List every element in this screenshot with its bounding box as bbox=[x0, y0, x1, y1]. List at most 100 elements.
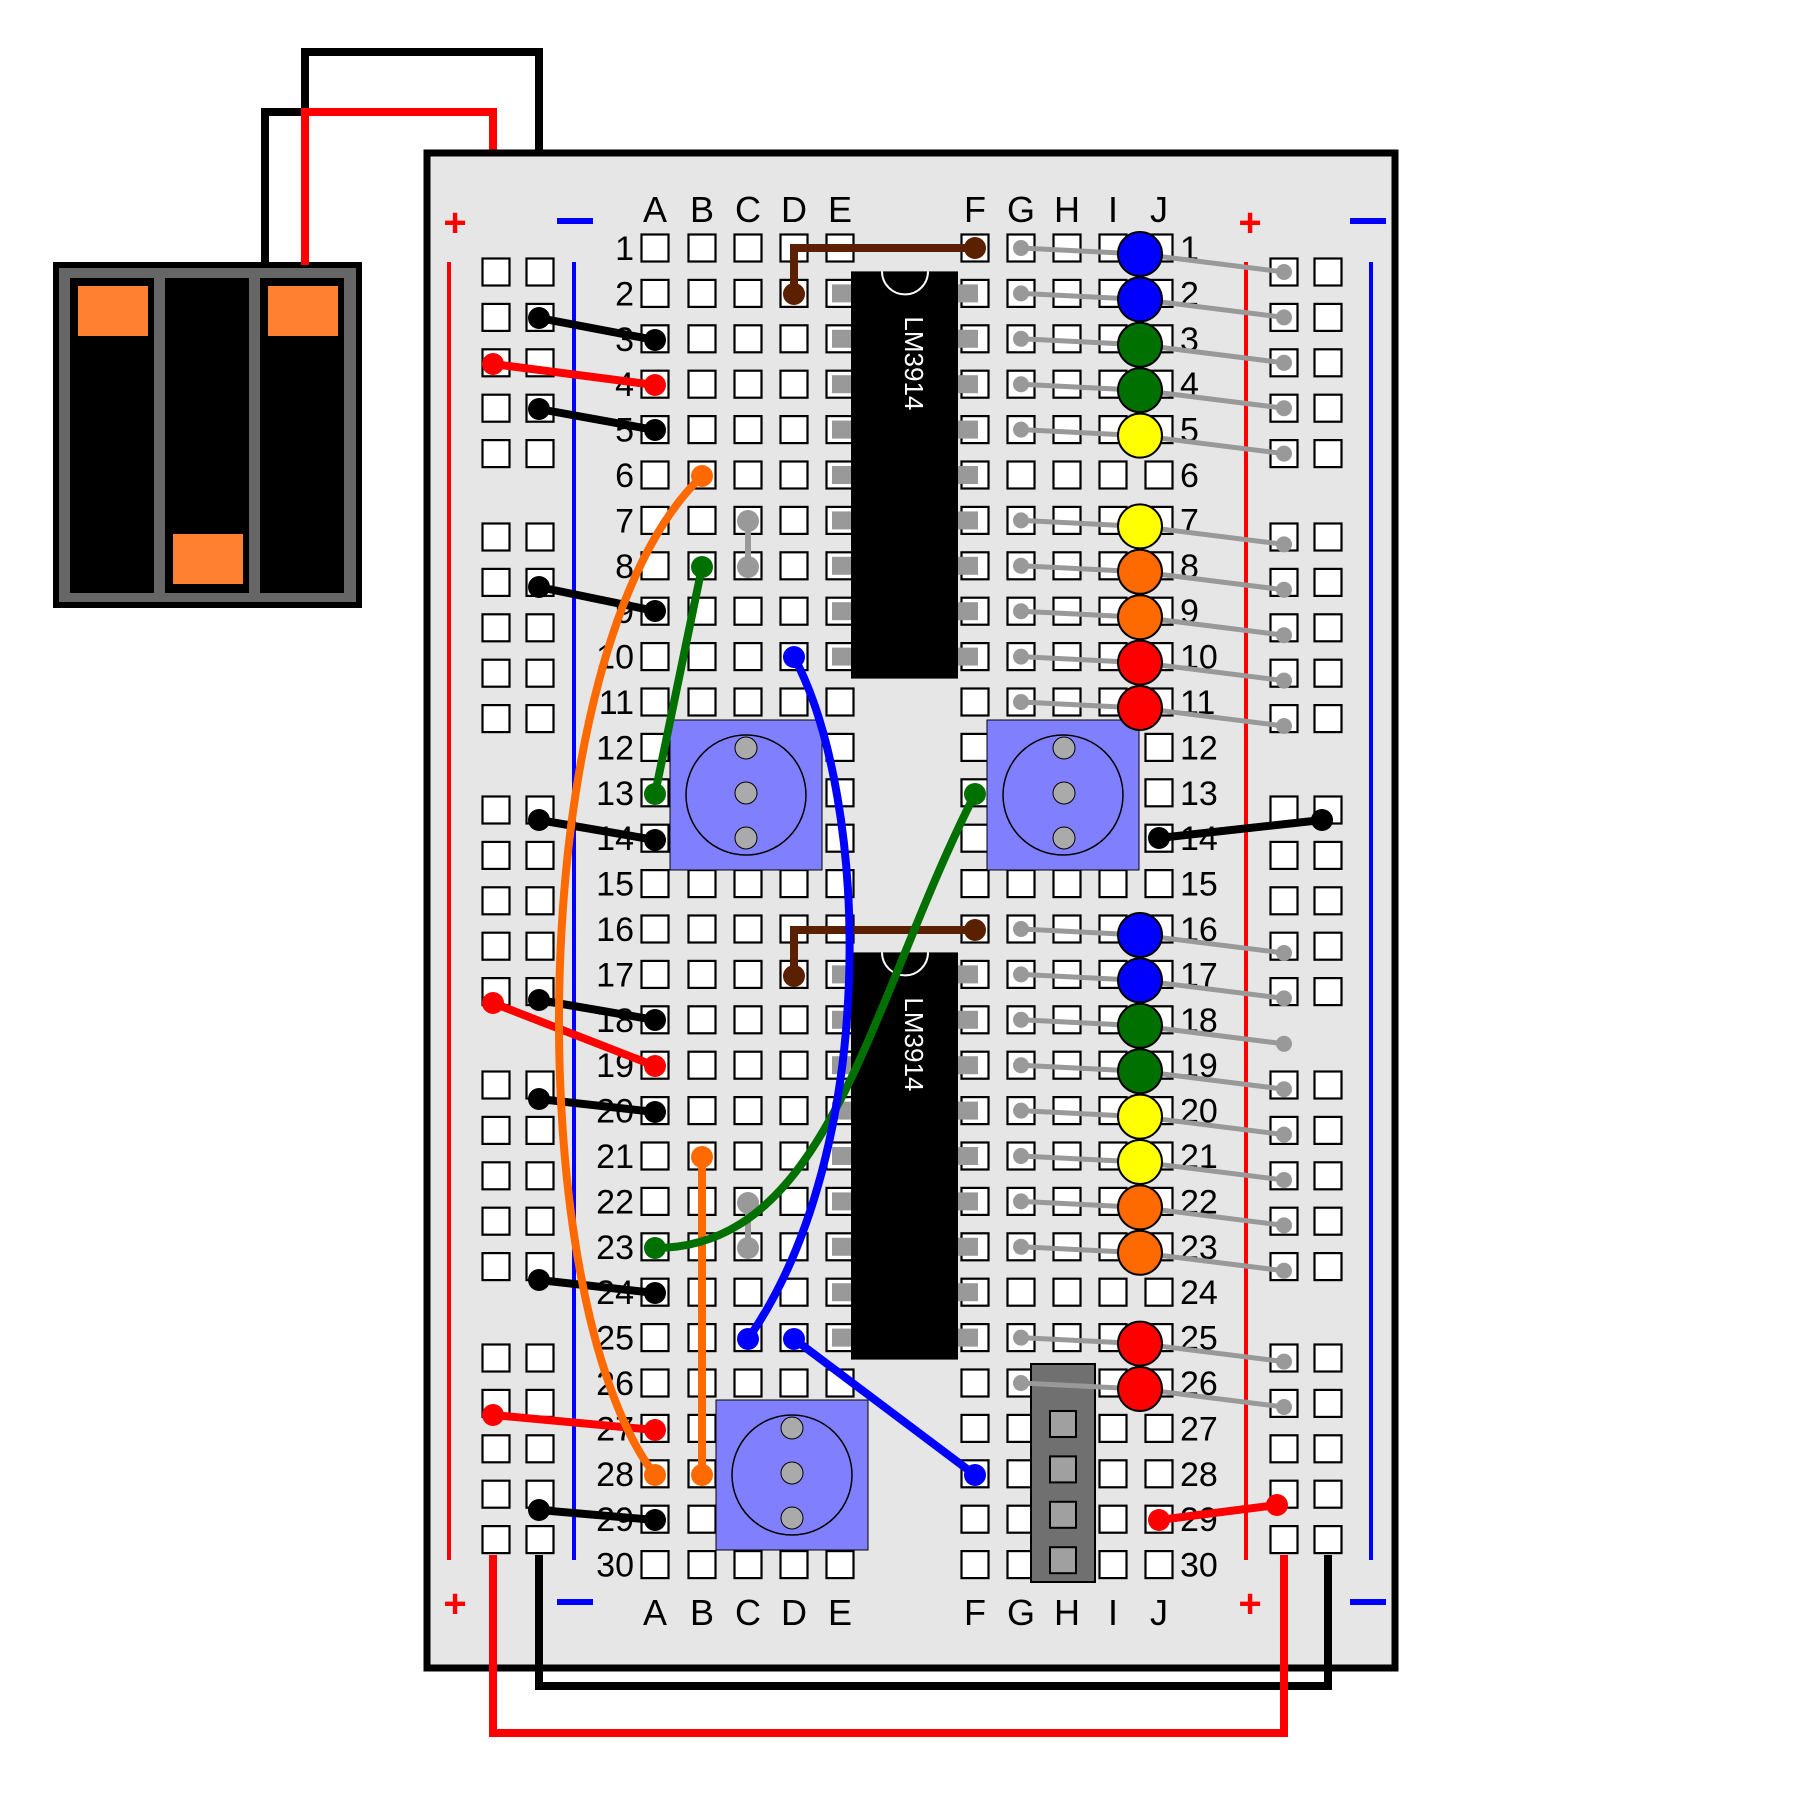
hole bbox=[1098, 868, 1128, 899]
chip-body bbox=[851, 271, 958, 679]
wire-end bbox=[737, 1192, 759, 1214]
led-lead-end bbox=[1013, 1375, 1029, 1391]
chip-pin bbox=[958, 329, 978, 348]
led-lead bbox=[1139, 977, 1285, 1001]
jumper-wire bbox=[1155, 816, 1326, 842]
wire-end bbox=[644, 783, 666, 805]
hole bbox=[779, 687, 809, 717]
chip-pin bbox=[832, 647, 852, 666]
hole bbox=[960, 1413, 990, 1444]
led-lead-end bbox=[1276, 581, 1292, 598]
led bbox=[1117, 912, 1163, 958]
hole bbox=[779, 1186, 809, 1217]
chip-pin bbox=[958, 1283, 978, 1302]
rail-hole bbox=[1313, 1524, 1343, 1555]
wire-end bbox=[644, 329, 666, 351]
led-lead bbox=[1139, 614, 1285, 638]
led-lead-end bbox=[1013, 603, 1029, 620]
pin-header-pin bbox=[1049, 1455, 1077, 1484]
led bbox=[1117, 1184, 1163, 1231]
rail-hole bbox=[481, 567, 511, 598]
row-label: 17 bbox=[596, 956, 634, 994]
led-lead-end bbox=[1013, 1238, 1029, 1255]
rail-hole bbox=[1313, 567, 1343, 598]
hole bbox=[733, 959, 763, 990]
hole bbox=[1098, 1504, 1128, 1534]
led bbox=[1117, 276, 1163, 323]
led-lead-end bbox=[1013, 966, 1029, 983]
chip-pin bbox=[832, 602, 852, 621]
hole bbox=[733, 324, 763, 354]
rail-hole bbox=[1269, 1434, 1299, 1464]
rail-hole bbox=[1269, 886, 1299, 916]
row-label: 6 bbox=[615, 457, 634, 495]
hole bbox=[640, 1141, 670, 1171]
jumper-wire bbox=[1155, 1501, 1281, 1524]
rail-hole bbox=[1269, 1524, 1299, 1555]
column-label: A bbox=[643, 1592, 667, 1633]
potentiometer-dial bbox=[1002, 734, 1124, 856]
bottom-black-loop bbox=[535, 1555, 1332, 1690]
row-label: 8 bbox=[615, 548, 634, 586]
chip-pin bbox=[958, 1056, 978, 1075]
wire-end bbox=[737, 1237, 759, 1259]
row-label: 7 bbox=[615, 502, 634, 540]
hole bbox=[960, 1368, 990, 1398]
led-lead bbox=[1139, 1068, 1285, 1092]
hole bbox=[1144, 1459, 1174, 1489]
row-label: 14 bbox=[1180, 820, 1218, 858]
rail-hole bbox=[1313, 703, 1343, 734]
rail-hole bbox=[481, 1070, 511, 1100]
led-lead-end bbox=[1013, 1329, 1029, 1346]
led-lead-end bbox=[1276, 990, 1292, 1007]
led-lead-end bbox=[1013, 1148, 1029, 1164]
chip-pin bbox=[958, 284, 978, 303]
hole bbox=[960, 1504, 990, 1534]
wire-end bbox=[528, 809, 550, 831]
row-label: 4 bbox=[615, 366, 634, 404]
rail-hole bbox=[481, 795, 511, 825]
potentiometer-pin bbox=[780, 1506, 804, 1530]
hole bbox=[960, 732, 990, 763]
row-label: 12 bbox=[596, 729, 634, 767]
wire-end bbox=[1148, 1509, 1170, 1531]
led-lead-end bbox=[1276, 1035, 1292, 1052]
hole bbox=[733, 369, 763, 399]
rail-hole bbox=[525, 613, 555, 643]
rail-hole bbox=[525, 257, 555, 287]
rail-hole bbox=[1313, 1161, 1343, 1191]
wire-end bbox=[964, 919, 986, 941]
rail-hole bbox=[481, 439, 511, 469]
hole bbox=[733, 278, 763, 308]
potentiometer-pin bbox=[780, 1416, 804, 1440]
chip-pin bbox=[958, 1328, 978, 1347]
row-label: 15 bbox=[1180, 866, 1218, 904]
chip-label: LM3914 bbox=[899, 316, 929, 410]
hole bbox=[687, 959, 717, 990]
led-lead bbox=[1139, 1250, 1285, 1274]
chip-pin bbox=[832, 466, 852, 484]
led-lead-end bbox=[1013, 1193, 1029, 1210]
hole bbox=[1098, 1549, 1128, 1580]
wire-end bbox=[1148, 827, 1170, 849]
rail-hole bbox=[1313, 302, 1343, 332]
row-label: 6 bbox=[1180, 457, 1199, 495]
jumper-wire bbox=[535, 583, 659, 615]
led bbox=[1117, 1139, 1163, 1185]
rail-hole bbox=[481, 522, 511, 552]
row-label: 5 bbox=[615, 412, 634, 450]
led bbox=[1117, 1366, 1163, 1412]
led-lead-end bbox=[1013, 1011, 1029, 1028]
hole bbox=[687, 278, 717, 308]
led-lead-end bbox=[1276, 672, 1292, 689]
hole bbox=[960, 1549, 990, 1580]
row-label: 30 bbox=[1180, 1547, 1218, 1585]
column-label: F bbox=[964, 1592, 986, 1633]
chip-pin bbox=[958, 466, 978, 484]
wire-end bbox=[528, 398, 550, 420]
hole bbox=[733, 914, 763, 944]
column-label: A bbox=[643, 189, 667, 230]
rail-minus-mark bbox=[557, 218, 593, 224]
